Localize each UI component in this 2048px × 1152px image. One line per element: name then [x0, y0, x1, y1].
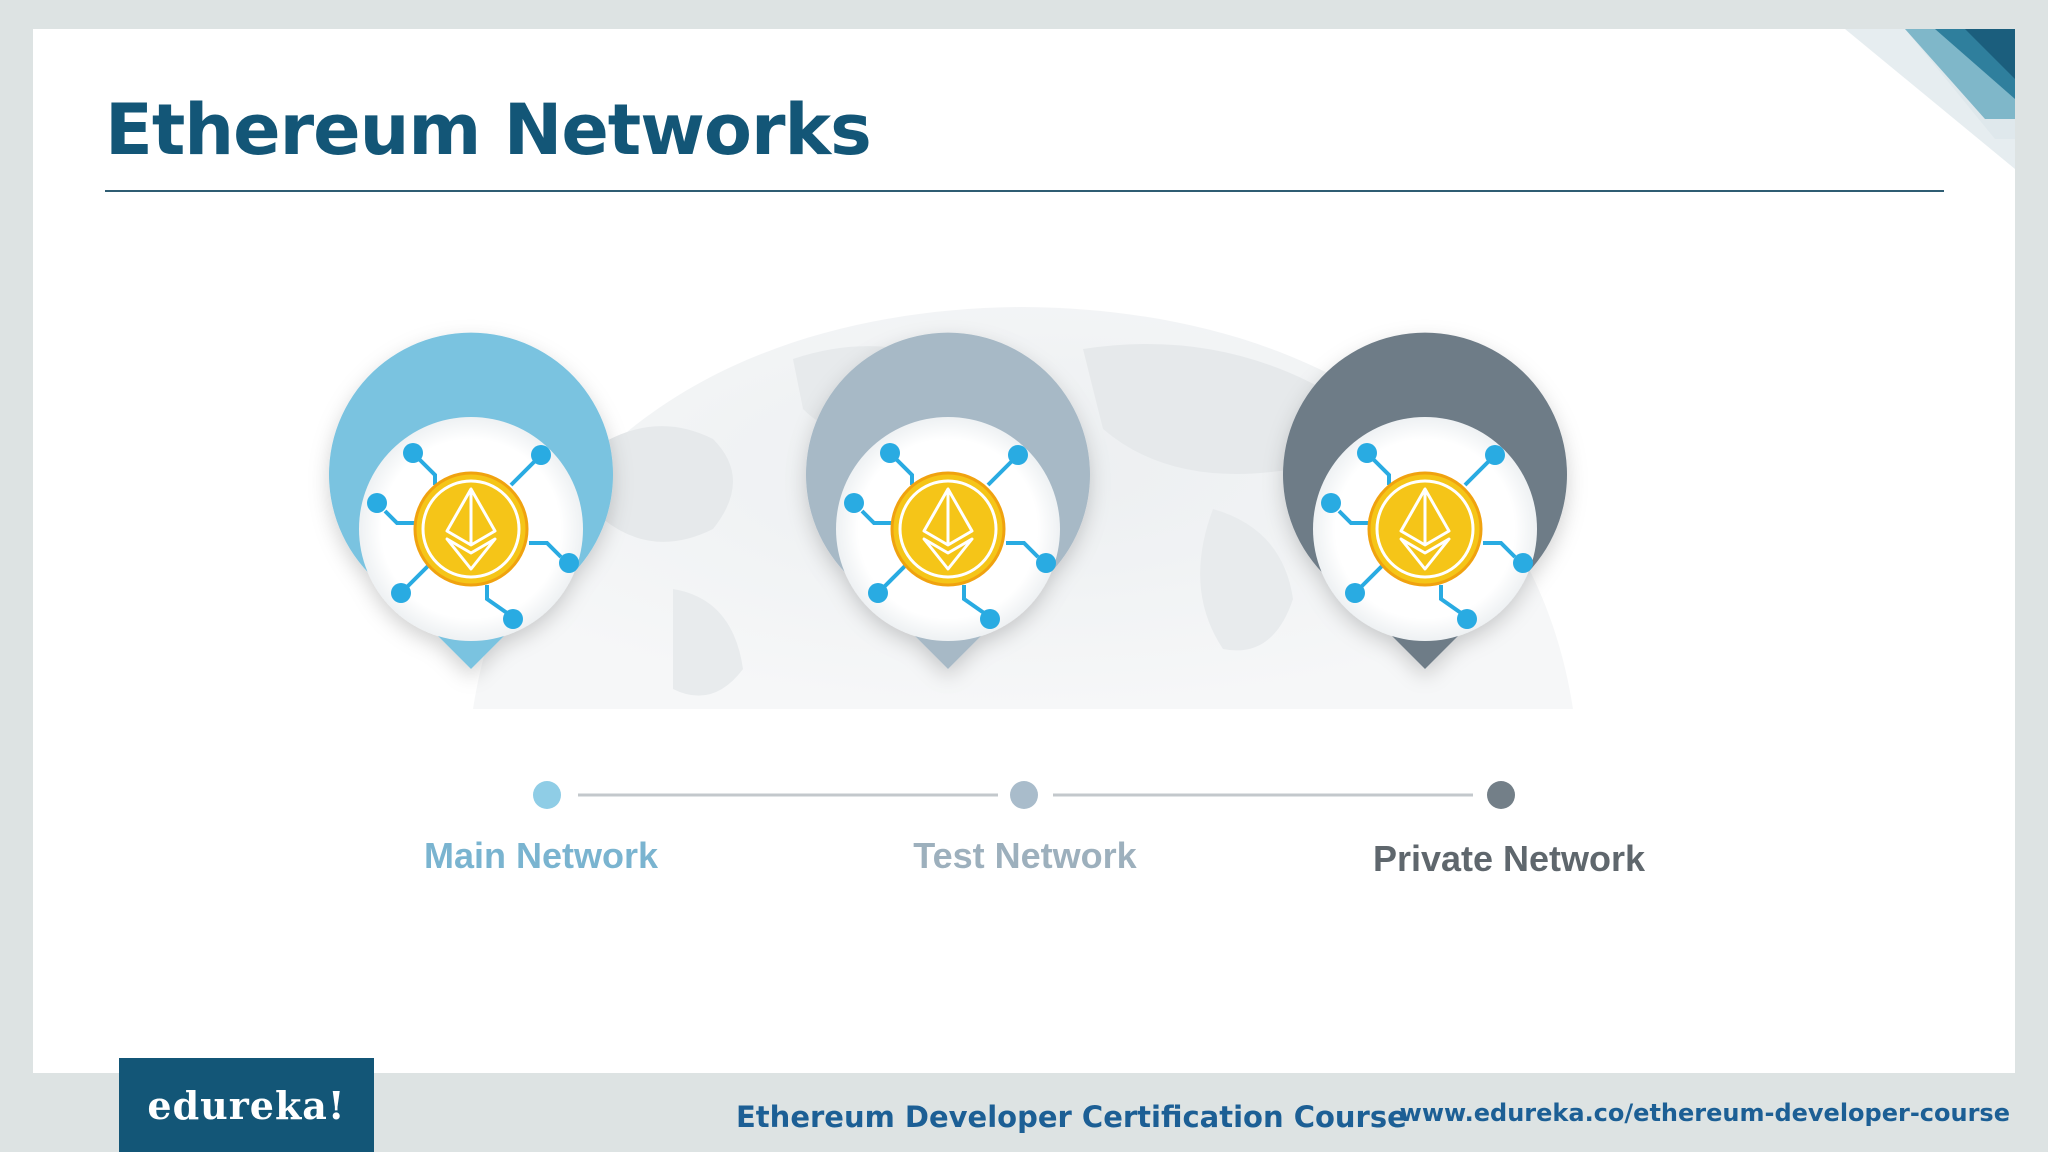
course-title: Ethereum Developer Certification Course: [736, 1100, 1407, 1134]
private-network-label: Private Network: [1372, 838, 1646, 879]
slide: Ethereum Networks: [33, 29, 2015, 1073]
network-diagram: [328, 332, 1567, 809]
course-url-link[interactable]: www.edureka.co/ethereum-developer-course: [1399, 1099, 2010, 1127]
edureka-logo: edureka!: [119, 1058, 374, 1152]
timeline-dot: [1010, 781, 1038, 809]
ethereum-coin-icon: [844, 443, 1056, 629]
timeline-dot: [533, 781, 561, 809]
ethereum-coin-icon: [367, 443, 579, 629]
main-network-label: Main Network: [423, 835, 659, 876]
corner-decoration: [1845, 29, 2015, 169]
page-title: Ethereum Networks: [105, 89, 872, 171]
timeline-dot: [1487, 781, 1515, 809]
title-divider: [105, 190, 1944, 192]
test-network-label: Test Network: [913, 835, 1137, 876]
ethereum-coin-icon: [1321, 443, 1533, 629]
